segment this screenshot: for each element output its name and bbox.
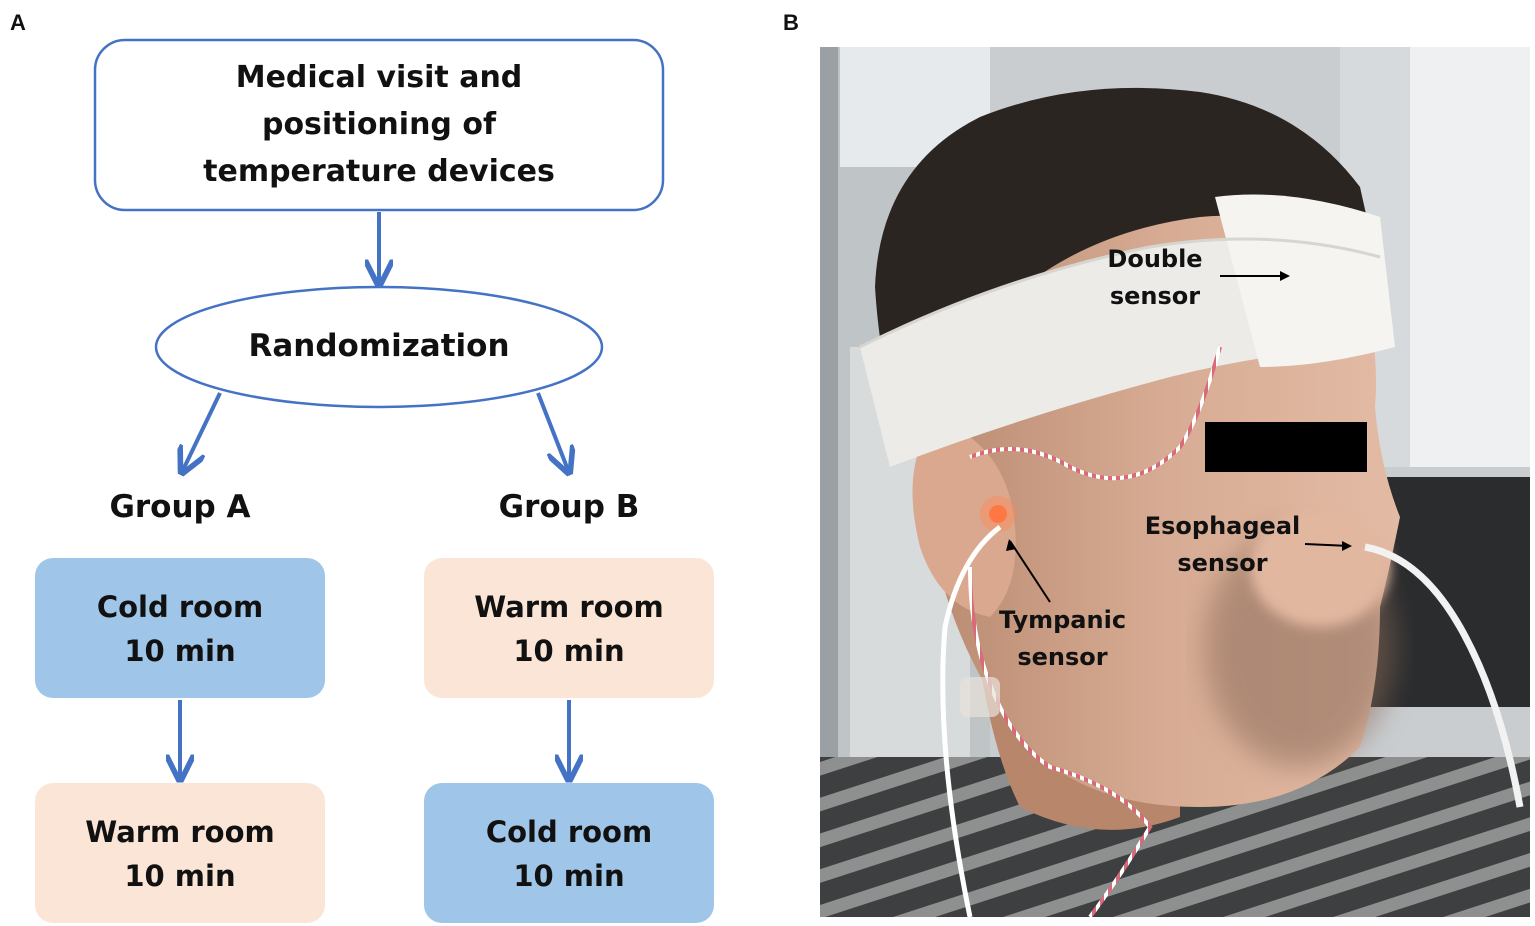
group-a-second-box xyxy=(35,783,325,923)
randomization-ellipse xyxy=(154,285,604,409)
double-sensor-line-2: sensor xyxy=(1109,282,1201,310)
group-a-first-room: Cold room xyxy=(96,590,264,624)
group-b-first-duration: 10 min xyxy=(513,634,625,668)
group-a-second-duration: 10 min xyxy=(124,859,236,893)
group-b-second-text: Cold room 10 min xyxy=(424,810,714,898)
panel-b-letter: B xyxy=(783,10,799,35)
esophageal-sensor-line-2: sensor xyxy=(1177,549,1268,577)
group-b-second-box xyxy=(424,783,714,923)
esophageal-sensor-line-1: Esophageal xyxy=(1144,512,1301,540)
arrow-to-group-a xyxy=(183,392,222,470)
group-b-label: Group B xyxy=(498,489,640,525)
group-a-first-duration: 10 min xyxy=(124,634,236,668)
group-b-second-room: Cold room xyxy=(485,815,653,849)
tympanic-sensor-line-1: Tympanic xyxy=(998,606,1127,634)
sensor-photo: Double sensor Esophageal sensor Tympanic… xyxy=(820,47,1530,917)
randomization-label: Randomization xyxy=(248,328,510,364)
start-box xyxy=(93,38,665,212)
esophageal-sensor-label: Esophageal sensor xyxy=(1140,508,1305,582)
flowchart xyxy=(35,38,714,923)
group-b-first-text: Warm room 10 min xyxy=(424,585,714,673)
start-line-2: positioning of xyxy=(261,107,497,142)
double-sensor-line-1: Double xyxy=(1107,245,1203,273)
group-b-first-room: Warm room xyxy=(474,590,664,624)
start-box-text: Medical visit and positioning of tempera… xyxy=(95,54,663,195)
group-a-first-text: Cold room 10 min xyxy=(35,585,325,673)
arrow-to-group-b xyxy=(536,392,568,470)
group-a-second-room: Warm room xyxy=(85,815,275,849)
group-b-second-duration: 10 min xyxy=(513,859,625,893)
panel-a-letter: A xyxy=(10,10,26,35)
group-b-first-box xyxy=(424,558,714,698)
start-line-3: temperature devices xyxy=(203,154,555,189)
tympanic-sensor-line-2: sensor xyxy=(1017,643,1108,671)
group-a-first-box xyxy=(35,558,325,698)
group-a-second-text: Warm room 10 min xyxy=(35,810,325,898)
double-sensor-label: Double sensor xyxy=(1090,241,1220,315)
tympanic-sensor-label: Tympanic sensor xyxy=(990,602,1135,676)
start-line-1: Medical visit and xyxy=(235,60,523,95)
group-a-label: Group A xyxy=(109,489,251,525)
